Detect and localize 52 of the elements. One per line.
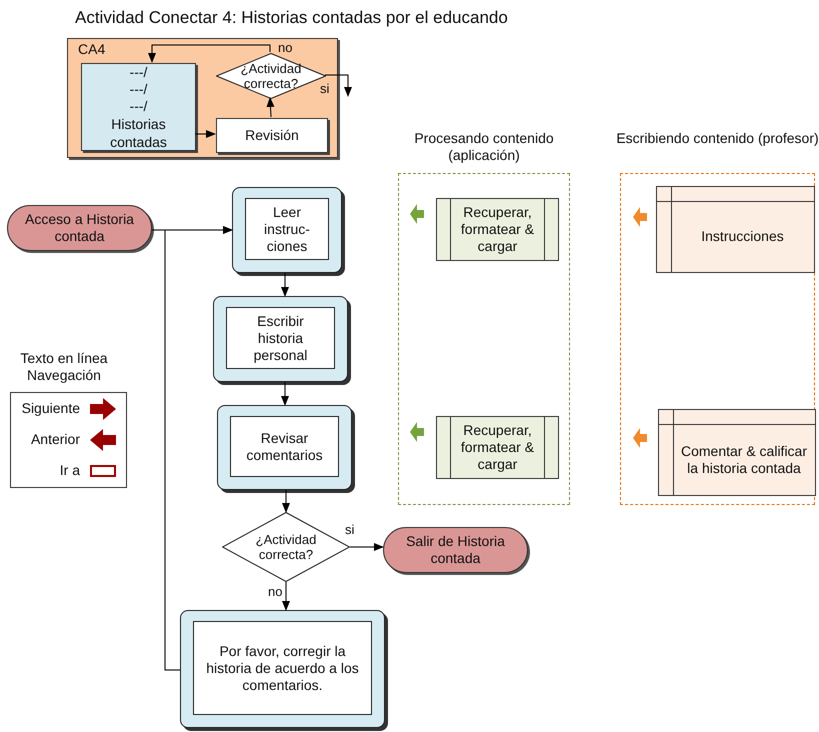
process-box [216, 118, 328, 153]
step-text: Revisar comentarios [245, 430, 324, 464]
legend-text: Anterior [30, 431, 80, 448]
step-text: Escribir historia personal [252, 312, 308, 364]
decision-text: ¿Actividad correcta? [240, 61, 302, 91]
arrow [148, 44, 270, 63]
internal-storage-box [658, 409, 816, 496]
box-label: Recuperar, formatear & cargar [460, 422, 536, 473]
process-box [213, 296, 348, 382]
process-box [180, 610, 385, 728]
document-box [81, 63, 196, 151]
legend-text: Ir a [60, 462, 80, 479]
terminal-pill [383, 527, 528, 573]
edge-label: no [277, 40, 294, 55]
lane-heading: Escribiendo contenido (profesor) [615, 130, 819, 147]
diagram-title: Actividad Conectar 4: Historias contadas por el educando [75, 8, 508, 28]
divider-mark: ---/ [130, 81, 148, 98]
box-label: Instrucciones [701, 228, 784, 245]
terminal-pill [7, 205, 152, 251]
edge-label: si [319, 81, 330, 96]
panel-title: CA4 [78, 41, 106, 58]
box-label: Comentar & calificar la historia contada [680, 442, 808, 476]
decision-text: ¿Actividad correcta? [254, 532, 318, 562]
predefined-process-box [436, 416, 559, 479]
box-label: Recuperar, formatear & cargar [460, 204, 536, 255]
edge-label: no [267, 584, 284, 599]
process-box [217, 405, 352, 490]
divider-mark: ---/ [130, 98, 148, 115]
arrow [281, 272, 289, 297]
arrow [164, 226, 233, 670]
arrow [194, 130, 216, 138]
box-label: Revisión [245, 127, 299, 144]
legend-text: Siguiente [22, 400, 80, 417]
step-text: Por favor, corregir la historia de acuerdo a los comentarios. [205, 642, 360, 694]
arrow [281, 382, 289, 406]
arrow [282, 582, 290, 611]
activity-panel [67, 38, 338, 158]
terminal-text: Acceso a Historia contada [24, 211, 135, 245]
predefined-process-box [436, 198, 559, 261]
step-text: Leer instruc- ciones [263, 204, 311, 254]
arrow [324, 74, 352, 97]
terminal-text: Salir de Historia contada [405, 533, 506, 567]
lane-heading: Procesando contenido (aplicación) [413, 130, 555, 164]
box-label: Historias contadas [109, 115, 168, 151]
divider-mark: ---/ [130, 64, 148, 81]
arrow [266, 97, 274, 118]
arrow [350, 543, 384, 551]
process-box [232, 187, 342, 273]
arrow [282, 490, 290, 513]
edge-label: si [344, 522, 356, 537]
internal-storage-box [656, 186, 815, 273]
legend-heading: Texto en línea Navegación [19, 350, 109, 384]
